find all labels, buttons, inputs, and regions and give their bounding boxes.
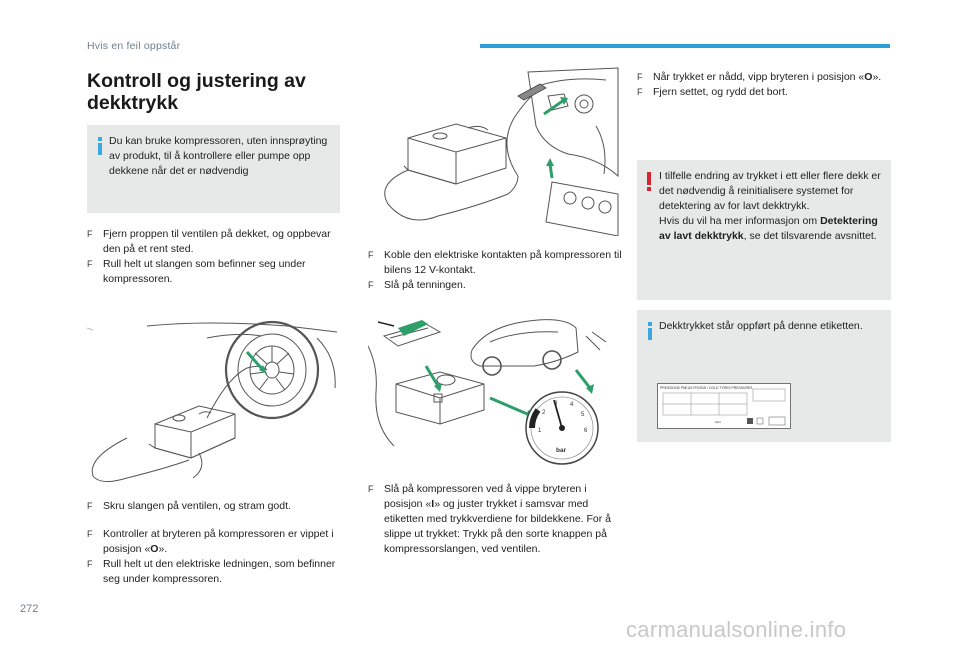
gauge-tick: 2 <box>542 410 546 416</box>
section-header: Hvis en feil oppstår <box>87 40 181 52</box>
tyre-pressure-label: PRESSIONS PNEUS FROIDS / COLD TYRES PRES… <box>657 383 791 429</box>
compressor-wheel-illustration <box>87 320 338 482</box>
pressure-gauge-illustration: 1 2 3 4 5 6 bar <box>368 319 607 465</box>
warning-box: I tilfelle endring av trykket i ett elle… <box>637 160 891 300</box>
gauge-tick: 6 <box>584 428 588 434</box>
bullet-mark: F <box>368 484 374 494</box>
gauge-dial: 1 2 3 4 5 6 bar <box>525 391 599 465</box>
tyre-label-box: Dekktrykket står oppført på denne etiket… <box>637 310 891 442</box>
warning-line-1: I tilfelle endring av trykket i ett elle… <box>659 170 881 212</box>
label-box-text: Dekktrykket står oppført på denne etiket… <box>659 320 863 332</box>
svg-text:PRESSIONS PNEUS FROIDS / COLD: PRESSIONS PNEUS FROIDS / COLD TYRES PRES… <box>660 386 753 390</box>
bullet-mark: F <box>637 87 643 97</box>
warning-line-2: Hvis du vil ha mer informasjon om Detekt… <box>659 215 878 242</box>
svg-text:bars: bars <box>715 420 721 424</box>
bullet-mark: F <box>368 280 374 290</box>
info-icon <box>95 137 105 157</box>
bullet-mark: F <box>368 250 374 260</box>
info-icon <box>645 322 655 342</box>
bullet-mark: F <box>87 229 93 239</box>
bullet-mark: F <box>87 259 93 269</box>
gauge-tick: 5 <box>581 412 585 418</box>
bullet-mark: F <box>87 501 93 511</box>
warning-icon <box>646 172 652 192</box>
header-accent-bar <box>480 44 890 48</box>
intro-text: Du kan bruke kompressoren, uten innsprøy… <box>109 135 328 177</box>
gauge-tick: 1 <box>538 428 542 434</box>
intro-info-box: Du kan bruke kompressoren, uten innsprøy… <box>87 125 340 213</box>
page-title: Kontroll og justering av dekktrykk <box>87 70 306 114</box>
bullet-mark: F <box>87 529 93 539</box>
watermark: carmanualsonline.info <box>626 617 847 642</box>
power-socket-illustration <box>384 67 619 236</box>
gauge-tick: 4 <box>570 402 574 408</box>
bullet-mark: F <box>637 72 643 82</box>
gauge-tick: 3 <box>554 401 558 407</box>
bullet-mark: F <box>87 559 93 569</box>
gauge-unit: bar <box>556 447 567 454</box>
page-number: 272 <box>20 603 39 615</box>
